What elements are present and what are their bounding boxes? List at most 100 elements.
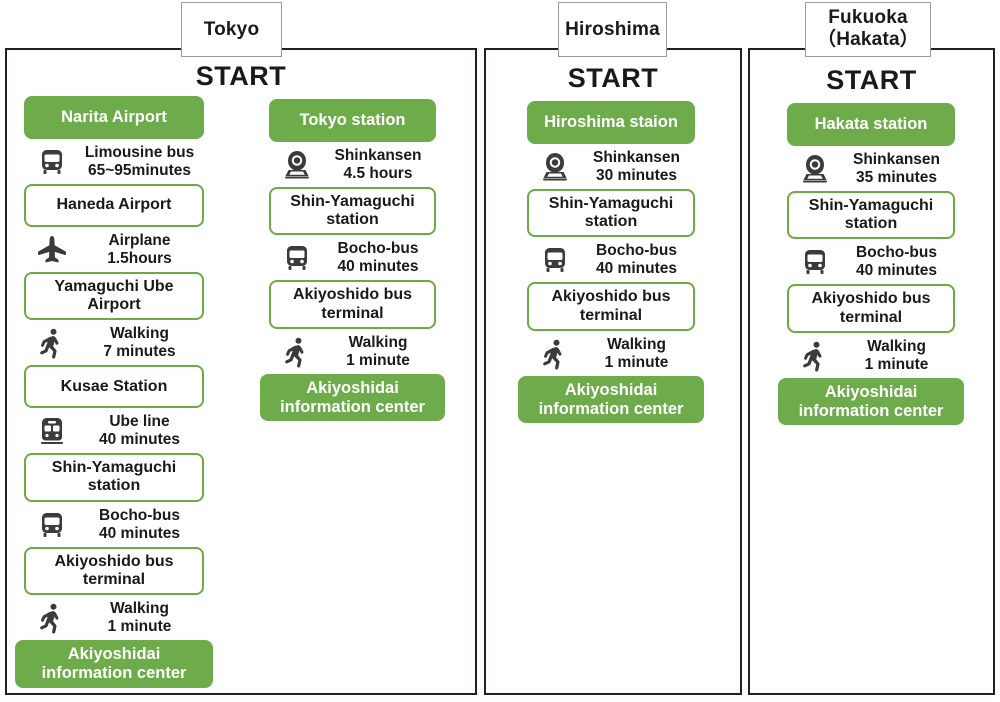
- bus-icon: [287, 246, 307, 271]
- route-node-label: Narita Airport: [61, 108, 167, 127]
- route-leg-duration: 1 minute: [107, 618, 172, 636]
- tab-label-hiroshima: Hiroshima: [558, 2, 667, 57]
- route-node-label: Akiyoshidai information center: [280, 378, 425, 416]
- route-node: Shin-Yamaguchi station: [24, 453, 204, 502]
- bus-icon: [42, 149, 62, 174]
- route-node: Akiyoshido bus terminal: [269, 280, 436, 329]
- route-node: Akiyoshido bus terminal: [787, 284, 955, 333]
- shinkansen-icon: [285, 150, 309, 179]
- route-node: Akiyoshido bus terminal: [24, 546, 204, 596]
- walking-icon: [40, 329, 59, 359]
- route-node-terminal: Akiyoshidai information center: [15, 640, 213, 688]
- route-leg-duration: 40 minutes: [856, 262, 937, 280]
- route-node: Kusae Station: [24, 365, 204, 409]
- route-node-terminal: Narita Airport: [24, 96, 204, 139]
- route-leg-duration: 30 minutes: [596, 166, 677, 184]
- route-leg-duration: 1 minute: [346, 351, 410, 369]
- route-leg-duration: 1.5hours: [107, 249, 172, 267]
- route-node-label: Yamaguchi Ube Airport: [54, 277, 174, 314]
- route-leg-duration: 4.5 hours: [343, 164, 413, 182]
- panel-fukuoka: [748, 48, 995, 695]
- start-label-fukuoka: START: [826, 65, 917, 95]
- bus-icon: [42, 512, 62, 537]
- airplane-icon: [38, 235, 66, 263]
- shinkansen-icon: [543, 152, 567, 181]
- route-leg-mode: Airplane: [108, 231, 171, 249]
- walking-icon: [285, 337, 304, 368]
- route-node-label: Akiyoshido bus terminal: [54, 552, 174, 588]
- route-leg-mode: Bocho-bus: [99, 506, 180, 524]
- route-leg-mode: Shinkansen: [593, 149, 680, 166]
- route-node-label: Shin-Yamaguchi station: [808, 196, 934, 233]
- route-node-label: Shin-Yamaguchi station: [548, 194, 674, 231]
- route-node-label: Akiyoshido bus terminal: [551, 288, 671, 324]
- route-node-terminal: Akiyoshidai information center: [778, 377, 964, 426]
- tab-label-tokyo: Tokyo: [181, 2, 282, 57]
- route-node: Shin-Yamaguchi station: [527, 188, 695, 238]
- route-leg-mode: Walking: [867, 337, 926, 355]
- route-node-terminal: Tokyo station: [269, 99, 436, 142]
- route-leg-duration: 7 minutes: [103, 343, 176, 361]
- start-label-tokyo: START: [195, 61, 287, 91]
- route-node-label: Akiyoshidai information center: [41, 645, 187, 682]
- route-node: Yamaguchi Ube Airport: [24, 271, 204, 321]
- route-node-label: Kusae Station: [60, 377, 168, 395]
- route-leg-mode: Walking: [110, 325, 169, 343]
- route-node-terminal: Hiroshima staion: [527, 101, 695, 144]
- walking-icon: [40, 603, 59, 634]
- route-leg-mode: Walking: [348, 333, 408, 351]
- route-node-terminal: Akiyoshidai information center: [260, 373, 445, 422]
- route-leg-mode: Shinkansen: [334, 147, 422, 164]
- route-node-terminal: Akiyoshidai information center: [518, 375, 704, 424]
- bus-icon: [545, 248, 565, 273]
- route-leg-duration: 1 minute: [604, 353, 669, 371]
- route-node-label: Shin-Yamaguchi station: [51, 459, 177, 495]
- route-node-label: Tokyo station: [299, 111, 406, 130]
- route-node-label: Akiyoshido bus terminal: [292, 286, 413, 322]
- route-node-label: Haneda Airport: [56, 196, 172, 214]
- route-leg-mode: Shinkansen: [853, 151, 940, 168]
- route-node-label: Akiyoshidai information center: [798, 382, 944, 420]
- route-node: Akiyoshido bus terminal: [527, 282, 695, 331]
- train-icon: [41, 418, 63, 445]
- walking-icon: [543, 339, 562, 370]
- route-node: Shin-Yamaguchi station: [787, 190, 955, 240]
- route-leg-mode: Bocho-bus: [337, 240, 419, 258]
- route-node-terminal: Hakata station: [787, 103, 955, 146]
- panel-hiroshima: [484, 48, 742, 695]
- route-leg-mode: Walking: [607, 335, 666, 353]
- route-node: Shin-Yamaguchi station: [269, 186, 436, 236]
- start-label-hiroshima: START: [567, 63, 659, 93]
- route-leg-duration: 35 minutes: [856, 168, 937, 186]
- route-node-label: Hiroshima staion: [544, 113, 678, 132]
